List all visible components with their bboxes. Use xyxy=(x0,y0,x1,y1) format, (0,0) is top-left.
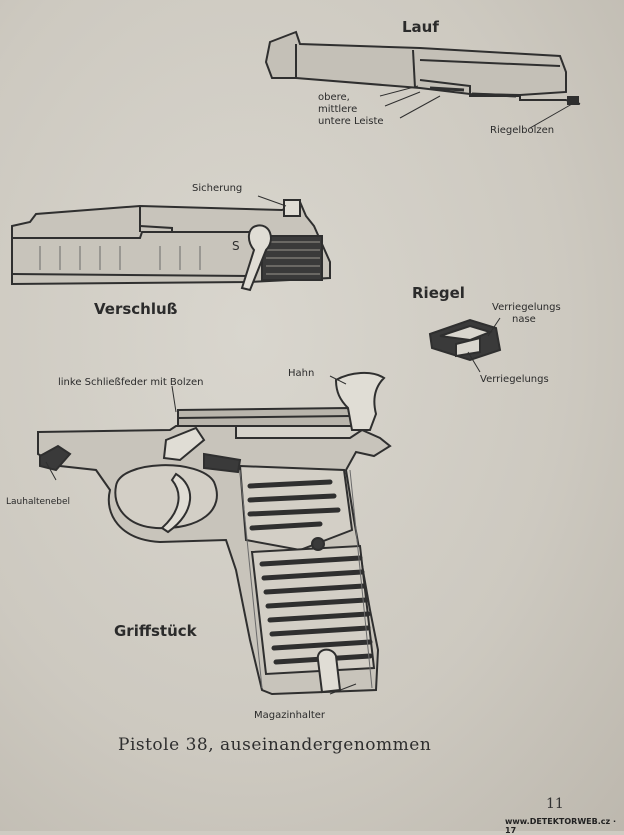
locking-block-drawing xyxy=(428,317,502,373)
label-verriegelungsnase-line2: nase xyxy=(512,314,536,325)
label-verriegelungs: Verriegelungs xyxy=(480,374,549,385)
label-griffstueck: Griffstück xyxy=(114,622,197,640)
label-hahn: Hahn xyxy=(288,368,315,379)
barrel-drawing xyxy=(264,30,581,129)
label-obere: obere, xyxy=(318,92,350,103)
label-riegelbolzen: Riegelbolzen xyxy=(490,125,555,136)
label-magazinhalter: Magazinhalter xyxy=(254,710,326,721)
frame-drawing xyxy=(37,372,392,696)
svg-text:S: S xyxy=(232,239,240,253)
slide-drawing: S xyxy=(11,195,331,292)
label-verriegelungsnase-line1: Verriegelungs xyxy=(492,302,561,313)
label-laufhaltehebel: Lauhaltenebel xyxy=(6,497,71,507)
page-number: 11 xyxy=(546,796,564,812)
label-sicherung: Sicherung xyxy=(192,183,243,194)
label-mittlere: mittlere xyxy=(318,104,358,115)
label-untere-leiste: untere Leiste xyxy=(318,116,384,127)
watermark: www.DETEKTORWEB.cz · 17 xyxy=(505,817,616,835)
figure-caption: Pistole 38, auseinandergenommen xyxy=(118,735,432,755)
label-lauf: Lauf xyxy=(402,18,439,36)
label-riegel: Riegel xyxy=(412,284,465,302)
label-schliessfeder: linke Schließfeder mit Bolzen xyxy=(58,377,204,388)
label-verschluss: Verschluß xyxy=(94,300,178,318)
